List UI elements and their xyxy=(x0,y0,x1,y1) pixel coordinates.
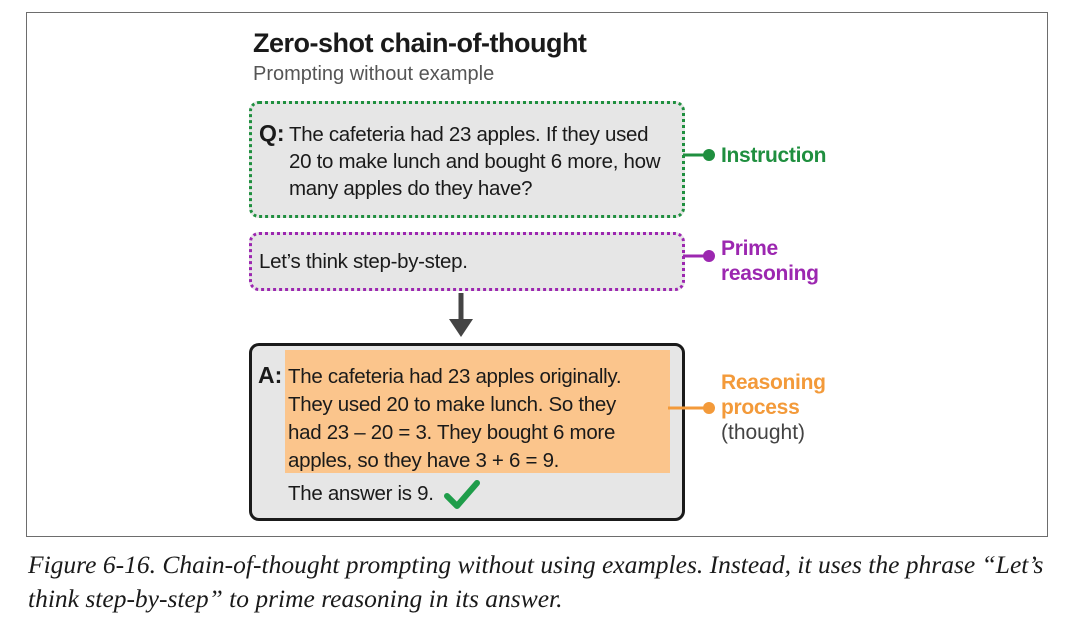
arrow-down-icon xyxy=(449,293,473,337)
thought-line: They used 20 to make lunch. So they xyxy=(288,393,616,416)
check-icon xyxy=(444,480,480,509)
question-label: Q: xyxy=(259,120,285,146)
prime-text: Let’s think step-by-step. xyxy=(259,250,468,273)
instruction-label: Instruction xyxy=(721,144,827,167)
final-answer: The answer is 9. xyxy=(288,482,434,505)
figure-title: Zero-shot chain-of-thought xyxy=(253,28,587,58)
prime-connector xyxy=(683,250,715,262)
reasoning-connector xyxy=(668,402,715,414)
instruction-connector xyxy=(683,149,715,161)
figure-frame xyxy=(26,12,1048,537)
thought-line: apples, so they have 3 + 6 = 9. xyxy=(288,449,560,472)
thought-text: The cafeteria had 23 apples originally. … xyxy=(288,363,668,475)
prime-reasoning-label: Prime reasoning xyxy=(721,236,819,286)
prime-label-line: reasoning xyxy=(721,262,819,285)
question-text: The cafeteria had 23 apples. If they use… xyxy=(289,123,661,200)
thought-line: The cafeteria had 23 apples originally. xyxy=(288,365,622,388)
reasoning-process-label: Reasoning process xyxy=(721,370,826,420)
reasoning-label-line: Reasoning xyxy=(721,371,826,394)
instruction-box xyxy=(249,101,685,218)
answer-label: A: xyxy=(258,362,283,388)
reasoning-label-line: process xyxy=(721,396,800,419)
thought-sublabel: (thought) xyxy=(721,421,806,444)
thought-highlight xyxy=(285,350,670,473)
thought-line: had 23 – 20 = 3. They bought 6 more xyxy=(288,421,616,444)
figure-caption: Figure 6-16. Chain-of-thought prompting … xyxy=(28,550,1044,613)
figure-subtitle: Prompting without example xyxy=(253,63,495,85)
prime-label-line: Prime xyxy=(721,237,778,260)
prime-box xyxy=(249,232,685,291)
